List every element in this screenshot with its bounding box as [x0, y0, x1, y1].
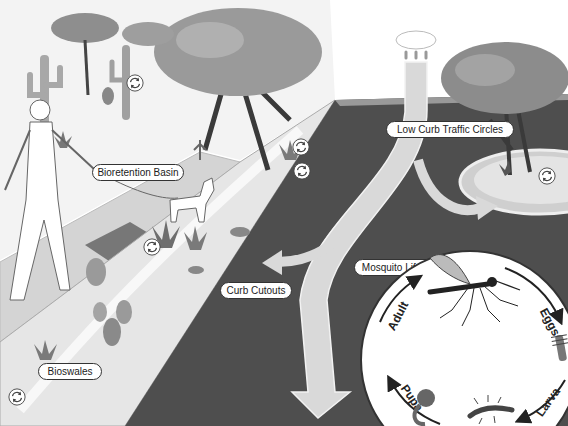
pedestrian-head: [30, 100, 50, 120]
pedestrian: [5, 100, 95, 300]
grass-tuft: [34, 340, 57, 360]
prickly-pear: [116, 300, 132, 324]
pill-label: Bioretention Basin: [97, 165, 179, 180]
cycle-icon: [539, 168, 555, 184]
cycle-icon: [293, 139, 309, 155]
barrel-cactus: [102, 87, 114, 105]
tree-canopy: [51, 13, 119, 43]
label-pill: Low Curb Traffic Circles: [386, 121, 514, 138]
label-pill: Bioswales: [38, 363, 102, 380]
cycle-arrow: [505, 268, 560, 320]
egg-raft: [555, 335, 567, 362]
rock: [230, 227, 250, 237]
tree-canopy: [176, 22, 244, 58]
tree-canopy: [154, 8, 322, 96]
larva-bristles: [474, 395, 501, 424]
mosquito-legs: [440, 286, 518, 326]
water-flow-branch: [418, 160, 480, 210]
pill-label: Curb Cutouts: [225, 283, 287, 298]
arrow-head: [476, 196, 498, 220]
lifecycle-circle: Adult EggsLarva Pupa: [360, 250, 568, 426]
cycle-arrow: [380, 278, 418, 322]
mosquito-proboscis: [496, 281, 520, 290]
cycle-icon: [294, 163, 310, 179]
cycle-icon: [144, 239, 160, 255]
larva: [470, 395, 512, 424]
cycle-icon: [9, 389, 25, 405]
traffic-circle-bed: [474, 156, 568, 204]
tree-canopy: [122, 22, 174, 46]
arrow-head: [262, 250, 282, 275]
cycle-arrow: [390, 380, 440, 424]
mosquito-wing: [430, 255, 470, 284]
pedestrian-body: [10, 122, 70, 300]
egg-raft-lines: [551, 335, 568, 346]
prickly-pear: [103, 318, 121, 346]
cycle-arrow: [520, 380, 565, 420]
pedestrian-arm: [5, 130, 95, 190]
cycle-icon: [127, 75, 143, 91]
stage-label: Adult: [385, 299, 412, 333]
mosquito-head: [487, 277, 497, 287]
water-flow-branch: [278, 238, 340, 262]
tree-canopy: [441, 42, 568, 114]
sapling: [194, 140, 206, 160]
label-pill: Curb Cutouts: [220, 282, 292, 299]
stage-label: Larva: [533, 385, 563, 419]
tree-trunk: [85, 40, 88, 95]
stage-label: Pupa: [398, 382, 426, 414]
pupa-tail: [415, 405, 425, 424]
cloud: [396, 31, 436, 49]
barrel-cactus: [86, 258, 106, 286]
mosquito: [430, 255, 520, 326]
saguaro-arm: [30, 68, 60, 95]
saguaro-arm: [112, 62, 126, 80]
tree-canopy: [455, 54, 515, 86]
prickly-pear: [93, 302, 107, 322]
pupa: [415, 389, 435, 424]
larva-body: [470, 408, 512, 416]
rock: [188, 266, 204, 274]
rain: [406, 52, 426, 58]
stage-label: Eggs: [537, 306, 563, 338]
pupa-head: [417, 389, 435, 407]
pill-label: Bioswales: [43, 364, 97, 379]
mosquito-body: [430, 284, 488, 292]
dog-body: [170, 178, 214, 222]
pill-label: Low Curb Traffic Circles: [391, 122, 509, 137]
label-pill: Bioretention Basin: [92, 164, 184, 181]
grass-tuft: [184, 226, 207, 250]
dog: [170, 178, 214, 222]
plant: [499, 160, 511, 176]
